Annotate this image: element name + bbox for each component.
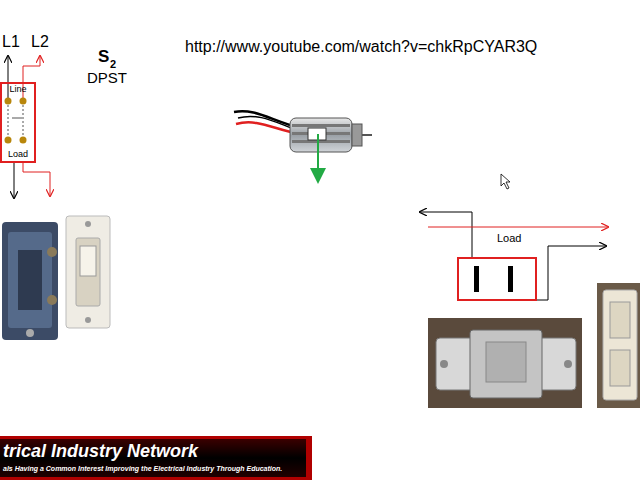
banner-frame	[0, 436, 312, 480]
banner-title: trical Industry Network	[0, 442, 306, 462]
switch-type: DPST	[87, 70, 127, 87]
banner: trical Industry Network als Having a Comm…	[0, 439, 306, 477]
switch-photo	[2, 216, 110, 340]
terminal-label: Line	[2, 85, 34, 95]
mouse-cursor	[501, 174, 510, 189]
switch-subscript: 2	[110, 58, 116, 70]
line-label: L2	[31, 33, 49, 51]
switch-box: LineLoad	[0, 82, 36, 163]
receptacle-wiring	[420, 212, 608, 300]
device-photo	[428, 283, 640, 408]
terminal-label: Load	[2, 150, 34, 160]
switch-wiring	[5, 56, 51, 198]
load-label: Load	[495, 232, 523, 244]
switch-designator: S	[98, 48, 109, 67]
line-label: L1	[2, 33, 20, 51]
motor-symbol	[234, 111, 372, 180]
video-url: http://www.youtube.com/watch?v=chkRpCYAR…	[185, 38, 537, 56]
banner-ground	[0, 439, 306, 477]
banner-subtitle: als Having a Common Interest Improving t…	[0, 465, 306, 473]
